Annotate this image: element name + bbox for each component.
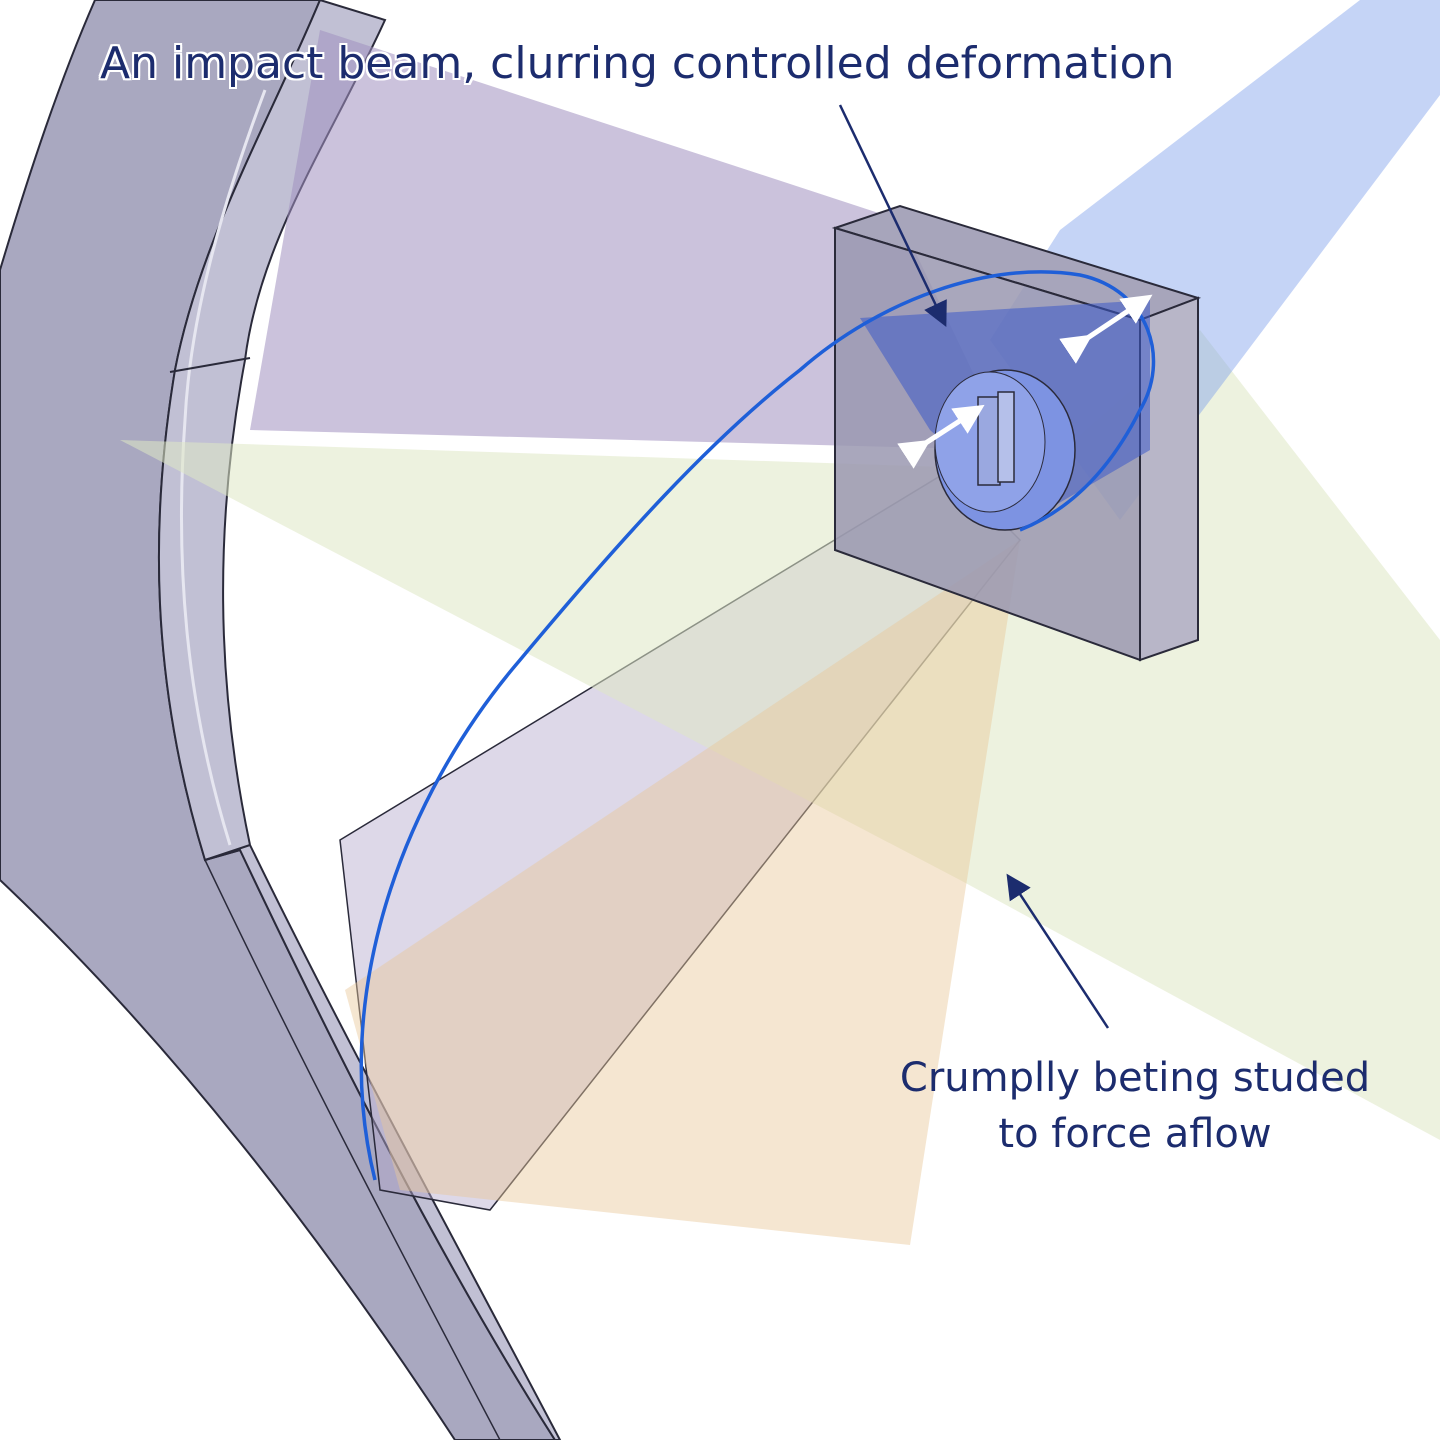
pointer-arrow-icon [1006, 873, 1110, 1029]
annotation-line-2: to force aflow [998, 1111, 1272, 1157]
double-arrow-icon [1059, 294, 1153, 364]
pointer-arrow-icon [838, 104, 947, 328]
orange-plane [345, 540, 1020, 1245]
round-boss [934, 369, 1076, 531]
purple-plane [250, 30, 1010, 450]
diagram-title: An impact beam, clurring controlled defo… [100, 38, 1175, 89]
double-arrow-icon [897, 404, 985, 469]
annotation-label: Crumplly beting studed to force aflow [880, 1050, 1390, 1162]
curved-frame [0, 0, 562, 1440]
trajectory-curve [359, 270, 1156, 1181]
annotation-line-1: Crumplly beting studed [899, 1055, 1371, 1101]
